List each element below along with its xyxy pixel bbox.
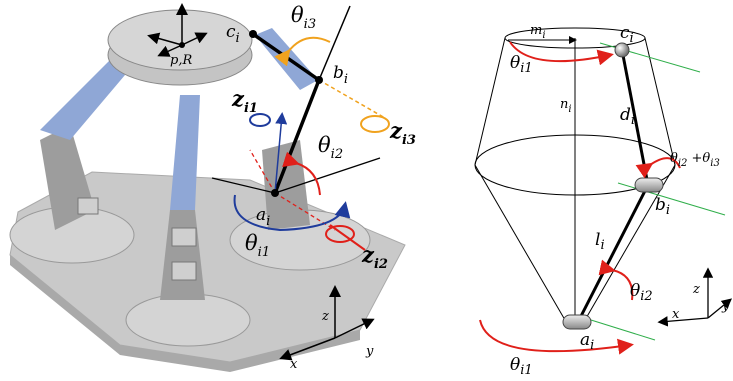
left-axis-z: z — [321, 309, 329, 324]
joint-b-label: bi — [333, 63, 348, 87]
joint-c-label: ci — [226, 22, 240, 46]
platform-frame — [147, 3, 208, 57]
z-i2-label: zi2 — [361, 242, 388, 272]
joint-a-dot — [271, 189, 279, 197]
theta-i1-right-label: θi1 — [510, 355, 533, 378]
robot-illustration — [9, 9, 406, 372]
m-label: mi — [530, 23, 546, 41]
n-label: ni — [560, 97, 572, 115]
theta-i3-label: θi3 — [291, 3, 316, 32]
left-world-axes — [279, 285, 375, 361]
z-i1-label: zi1 — [231, 86, 258, 116]
a-label: ai — [580, 330, 594, 353]
l-label: li — [595, 230, 605, 253]
theta-i1-label: θi1 — [245, 231, 270, 260]
right-axis-x: x — [672, 307, 680, 322]
theta-i2-right-label: θi2 — [630, 281, 653, 304]
theta-i2-label: θi2 — [318, 133, 343, 162]
joint-a-cylinder — [562, 314, 592, 330]
joint-a-label: ai — [256, 205, 270, 229]
left-axis-y: y — [365, 344, 374, 359]
c-label: ci — [620, 23, 634, 46]
d-label: di — [620, 105, 635, 128]
left-axis-x: x — [290, 357, 298, 372]
joint-b-cylinder — [634, 177, 664, 193]
right-axis-y: y — [721, 299, 730, 314]
schematic-links — [576, 49, 650, 323]
joint-c-ball — [614, 42, 630, 58]
platform-label: p,R — [170, 53, 192, 68]
theta-combo-label: θi2 +θi3 — [670, 151, 720, 169]
right-world-axes — [657, 267, 733, 327]
rotation-arcs — [233, 36, 390, 251]
right-axis-z: z — [692, 282, 700, 297]
platform-center — [179, 42, 185, 48]
b-label: bi — [655, 195, 670, 218]
joint-b-dot — [315, 76, 323, 84]
schematic-arcs — [479, 41, 681, 355]
z-i3-label: zi3 — [389, 118, 416, 148]
schematic-cone — [474, 27, 676, 321]
theta-top-label: θi1 — [510, 53, 533, 76]
joint-c-dot — [249, 30, 257, 38]
